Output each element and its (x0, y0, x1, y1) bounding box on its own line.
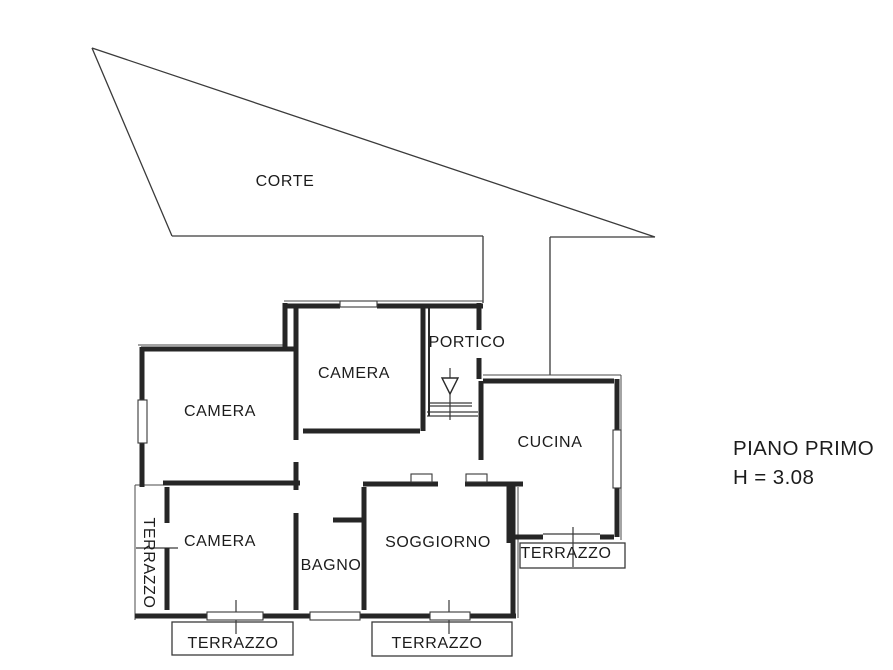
label-terrazzo-west: TERRAZZO (140, 517, 157, 609)
label-corte: CORTE (255, 173, 315, 190)
walls (135, 303, 620, 619)
label-camera-southwest: CAMERA (183, 533, 257, 550)
label-terrazzo-south-center: TERRAZZO (391, 635, 483, 652)
corte-outline (91, 47, 656, 375)
label-portico: PORTICO (428, 334, 506, 351)
label-cucina: CUCINA (517, 434, 583, 451)
floor-title: PIANO PRIMO (733, 437, 875, 460)
label-bagno: BAGNO (300, 557, 362, 574)
floor-height: H = 3.08 (733, 466, 815, 489)
window-symbols (137, 300, 622, 621)
terrace-outlines (171, 542, 626, 657)
label-soggiorno: SOGGIORNO (385, 534, 491, 551)
label-camera-northwest: CAMERA (183, 403, 257, 420)
entrance-arrow-icon (440, 377, 460, 396)
label-terrazzo-east: TERRAZZO (520, 545, 612, 562)
label-camera-north: CAMERA (317, 365, 391, 382)
label-terrazzo-south-left: TERRAZZO (187, 635, 279, 652)
